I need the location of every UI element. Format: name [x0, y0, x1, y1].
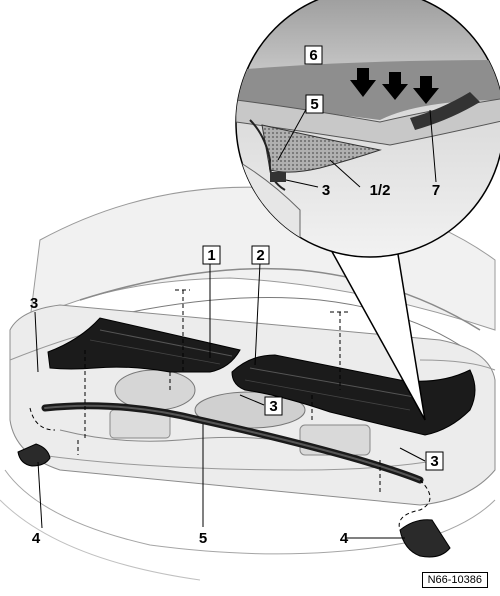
- callout-5-main: 5: [199, 530, 207, 547]
- callout-6: 6: [309, 47, 317, 64]
- clip-right: [399, 519, 451, 558]
- leader-lines: [34, 47, 437, 539]
- callout-4-left: 4: [32, 530, 41, 547]
- assembly-paths: [29, 289, 431, 531]
- callout-3-left: 3: [30, 295, 38, 312]
- callout-1-2: 1/2: [370, 182, 391, 199]
- figure-reference: N66-10386: [421, 572, 488, 588]
- callout-5-zoom: 5: [310, 96, 318, 113]
- callout-7: 7: [432, 182, 440, 199]
- press-arrows: [350, 68, 439, 104]
- cover-right: [231, 354, 476, 436]
- clip-left: [17, 443, 51, 467]
- zoom-callout: [235, 0, 500, 421]
- callout-2: 2: [256, 247, 264, 264]
- callouts: 1 2 3 3 3 3 4 4 5 5 6 1/2 7: [30, 45, 444, 547]
- callout-3-right: 3: [430, 453, 438, 470]
- callout-4-right: 4: [340, 530, 349, 547]
- callout-1: 1: [207, 247, 215, 264]
- callout-3-center: 3: [269, 398, 277, 415]
- callout-3-zoom: 3: [322, 182, 330, 199]
